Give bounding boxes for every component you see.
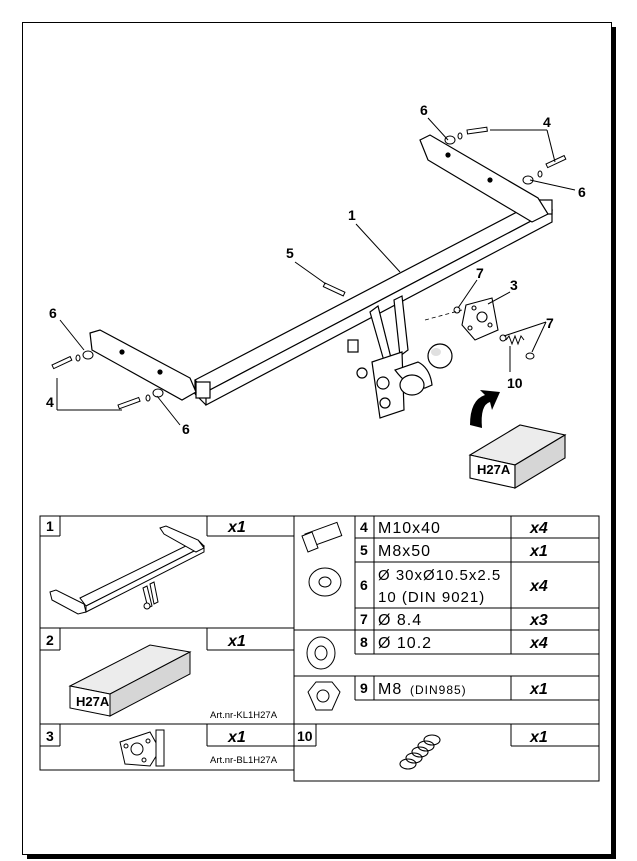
callout-7-a: 7: [476, 265, 484, 281]
callout-7-b: 7: [546, 315, 554, 331]
part-5-number: 5: [360, 542, 368, 558]
callout-6-top: 6: [420, 102, 428, 118]
callout-labels: 1 5 6 4 6 6 4 6 7 3 7 10: [46, 102, 586, 437]
part-3-qty: x1: [227, 729, 246, 746]
callout-5: 5: [286, 245, 294, 261]
part-2-number: 2: [46, 632, 54, 648]
part-8-number: 8: [360, 634, 368, 650]
part-7-spec: Ø 8.4: [378, 612, 422, 629]
kit-box-label: H27A: [477, 462, 511, 477]
part-9-spec-note: (DIN985): [410, 683, 467, 697]
part-2-qty: x1: [227, 633, 246, 650]
thumb-part-10-spring: [399, 734, 441, 770]
part-7-qty: x3: [529, 612, 548, 629]
part-2-box-label: H27A: [76, 694, 110, 709]
callout-4-top: 4: [543, 114, 551, 130]
thumb-part-1-beam: [49, 525, 205, 615]
thumb-part-8-spring-washer: [306, 636, 336, 670]
part-6-qty: x4: [529, 578, 548, 595]
part-8-qty: x4: [529, 635, 548, 652]
thumb-part-6-washer: [308, 567, 342, 597]
callout-1: 1: [348, 207, 356, 223]
part-9-spec: M8: [378, 681, 402, 698]
callout-6-left: 6: [49, 305, 57, 321]
callout-10: 10: [507, 375, 523, 391]
sheet-shadow-right: [612, 27, 616, 859]
part-8-spec: Ø 10.2: [378, 635, 432, 652]
part-4-qty: x4: [529, 520, 548, 537]
part-6-number: 6: [360, 577, 368, 593]
part-3-article: Art.nr-BL1H27A: [210, 755, 278, 766]
part-6-spec-line1: Ø 30xØ10.5x2.5: [378, 567, 501, 584]
part-1-qty: x1: [227, 519, 246, 536]
sheet-shadow-bottom: [27, 855, 616, 859]
part-6-spec-line2: 10 (DIN 9021): [378, 589, 485, 606]
part-9-number: 9: [360, 680, 368, 696]
tow-bar-main-beam: [89, 134, 554, 419]
part-10-number: 10: [297, 728, 313, 744]
leader-lines: [56, 117, 576, 426]
thumb-part-3-socket-bracket: [119, 729, 165, 767]
callout-4-left: 4: [46, 394, 54, 410]
callout-3: 3: [510, 277, 518, 293]
part-4-spec: M10x40: [378, 520, 441, 537]
part-5-spec: M8x50: [378, 543, 431, 560]
part-4-number: 4: [360, 519, 368, 535]
callout-6-right: 6: [578, 184, 586, 200]
part-1-number: 1: [46, 518, 54, 534]
thumb-part-9-nut: [307, 681, 341, 711]
part-10-qty: x1: [529, 729, 548, 746]
hidden-line: [424, 309, 463, 321]
part-9-qty: x1: [529, 681, 548, 698]
callout-6-bottom: 6: [182, 421, 190, 437]
part-5-qty: x1: [529, 543, 548, 560]
fasteners-assembly: [51, 126, 567, 410]
kit-box-assembly: [468, 424, 567, 489]
thumb-part-2-kit-box: [68, 644, 192, 717]
thumb-part-4-bolt: [301, 521, 343, 553]
part-2-article: Art.nr-KL1H27A: [210, 710, 278, 721]
parts-table-grid: [39, 515, 600, 782]
socket-bracket: [461, 297, 499, 341]
part-3-number: 3: [46, 728, 54, 744]
curved-arrow-icon: [470, 390, 500, 428]
part-7-number: 7: [360, 611, 368, 627]
